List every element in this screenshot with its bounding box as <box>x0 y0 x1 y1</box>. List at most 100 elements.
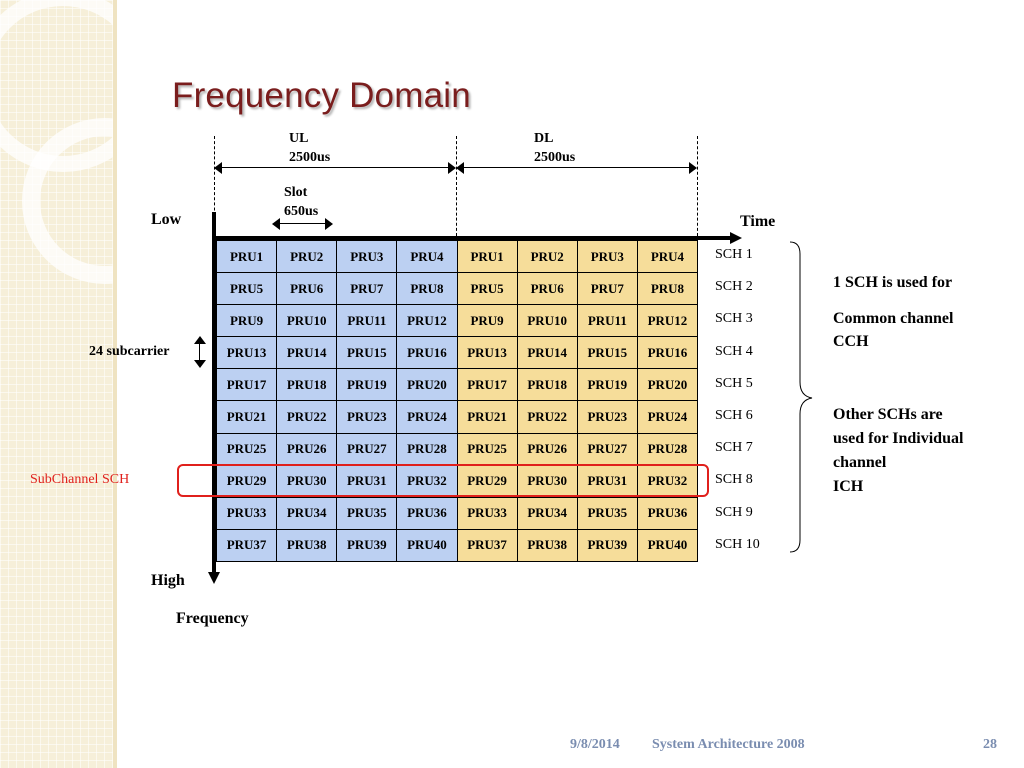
dl-pru-cell: PRU23 <box>577 401 638 434</box>
ul-pru-cell: PRU37 <box>217 529 278 562</box>
ul-pru-cell: PRU39 <box>337 529 398 562</box>
dl-pru-cell: PRU2 <box>517 241 578 274</box>
decorative-sidebar <box>0 0 113 768</box>
ul-pru-cell: PRU25 <box>217 433 278 466</box>
dl-duration: 2500us <box>534 150 576 165</box>
sch-group-brace <box>789 241 813 553</box>
axis-frequency-label: Frequency <box>176 610 249 627</box>
subchannel-label: SubChannel SCH <box>30 472 130 487</box>
ul-start-divider <box>214 136 215 236</box>
time-axis <box>212 236 732 240</box>
dl-pru-cell: PRU26 <box>517 433 578 466</box>
dl-pru-cell: PRU18 <box>517 369 578 402</box>
subcarrier-label: 24 subcarrier <box>89 344 170 359</box>
dl-pru-cell: PRU21 <box>457 401 518 434</box>
ul-pru-cell: PRU30 <box>277 465 338 498</box>
ul-pru-cell: PRU32 <box>397 465 458 498</box>
sch-label: SCH 9 <box>715 504 753 520</box>
ul-pru-cell: PRU20 <box>397 369 458 402</box>
ul-pru-cell: PRU26 <box>277 433 338 466</box>
ul-pru-cell: PRU21 <box>217 401 278 434</box>
ul-duration: 2500us <box>289 150 331 165</box>
sch-label: SCH 10 <box>715 536 760 552</box>
ul-pru-cell: PRU4 <box>397 241 458 274</box>
dl-pru-cell: PRU1 <box>457 241 518 274</box>
frequency-axis-arrowhead <box>208 572 220 584</box>
dl-pru-cell: PRU31 <box>577 465 638 498</box>
slot-label: Slot <box>284 185 308 200</box>
ul-pru-cell: PRU10 <box>277 305 338 338</box>
ul-pru-cell: PRU40 <box>397 529 458 562</box>
ul-pru-cell: PRU14 <box>277 337 338 370</box>
sch-label: SCH 6 <box>715 408 753 424</box>
subchannel-highlight-box <box>177 464 709 497</box>
dl-pru-cell: PRU6 <box>517 273 578 306</box>
subcarrier-span-arrow <box>194 336 206 368</box>
slot-span-arrow <box>272 218 333 230</box>
ich-note-line: Other SCHs are <box>833 406 943 423</box>
slot-duration: 650us <box>284 204 319 219</box>
dl-pru-cell: PRU15 <box>577 337 638 370</box>
dl-pru-cell: PRU32 <box>637 465 698 498</box>
ich-note: Other SCHs are used for Individual chann… <box>833 405 1018 497</box>
dl-pru-cell: PRU7 <box>577 273 638 306</box>
ul-pru-cell: PRU18 <box>277 369 338 402</box>
ul-pru-cell: PRU27 <box>337 433 398 466</box>
footer-page-number: 28 <box>983 737 997 752</box>
ul-pru-cell: PRU33 <box>217 497 278 530</box>
dl-pru-cell: PRU34 <box>517 497 578 530</box>
footer-date: 9/8/2014 <box>570 737 620 752</box>
time-axis-arrowhead <box>730 232 742 244</box>
ul-pru-cell: PRU34 <box>277 497 338 530</box>
cch-note-line: CCH <box>833 333 869 350</box>
ul-pru-cell: PRU23 <box>337 401 398 434</box>
ul-dl-divider <box>456 136 457 236</box>
dl-pru-cell: PRU20 <box>637 369 698 402</box>
ul-pru-cell: PRU19 <box>337 369 398 402</box>
dl-pru-cell: PRU10 <box>517 305 578 338</box>
ul-span-arrow <box>214 162 456 174</box>
ul-pru-cell: PRU36 <box>397 497 458 530</box>
dl-pru-cell: PRU8 <box>637 273 698 306</box>
dl-pru-cell: PRU11 <box>577 305 638 338</box>
ul-pru-cell: PRU38 <box>277 529 338 562</box>
dl-pru-cell: PRU4 <box>637 241 698 274</box>
ul-pru-cell: PRU11 <box>337 305 398 338</box>
ul-pru-cell: PRU2 <box>277 241 338 274</box>
dl-pru-cell: PRU33 <box>457 497 518 530</box>
sch-label: SCH 2 <box>715 279 753 295</box>
ul-pru-cell: PRU16 <box>397 337 458 370</box>
ul-pru-cell: PRU12 <box>397 305 458 338</box>
ul-pru-cell: PRU8 <box>397 273 458 306</box>
ul-pru-cell: PRU7 <box>337 273 398 306</box>
sch-label: SCH 1 <box>715 247 753 262</box>
cch-note-line: Common channel <box>833 310 954 327</box>
ich-note-line: channel <box>833 454 887 471</box>
axis-time-label: Time <box>740 213 776 230</box>
dl-pru-cell: PRU38 <box>517 529 578 562</box>
dl-pru-cell: PRU16 <box>637 337 698 370</box>
ul-pru-cell: PRU35 <box>337 497 398 530</box>
dl-pru-cell: PRU22 <box>517 401 578 434</box>
dl-pru-cell: PRU40 <box>637 529 698 562</box>
sch-label: SCH 3 <box>715 311 753 327</box>
ul-pru-cell: PRU13 <box>217 337 278 370</box>
cch-note: 1 SCH is used for Common channel CCH <box>833 273 1013 352</box>
dl-pru-cell: PRU17 <box>457 369 518 402</box>
ul-pru-cell: PRU15 <box>337 337 398 370</box>
ul-pru-cell: PRU1 <box>217 241 278 274</box>
dl-pru-cell: PRU37 <box>457 529 518 562</box>
dl-pru-cell: PRU30 <box>517 465 578 498</box>
dl-pru-cell: PRU14 <box>517 337 578 370</box>
dl-pru-cell: PRU19 <box>577 369 638 402</box>
axis-low-label: Low <box>151 211 182 228</box>
cch-note-line: 1 SCH is used for <box>833 274 953 291</box>
dl-span-arrow <box>456 162 697 174</box>
dl-end-divider <box>697 136 698 236</box>
ul-pru-cell: PRU29 <box>217 465 278 498</box>
sch-label: SCH 4 <box>715 343 753 359</box>
slide-title: Frequency Domain <box>172 76 471 115</box>
ul-pru-cell: PRU5 <box>217 273 278 306</box>
